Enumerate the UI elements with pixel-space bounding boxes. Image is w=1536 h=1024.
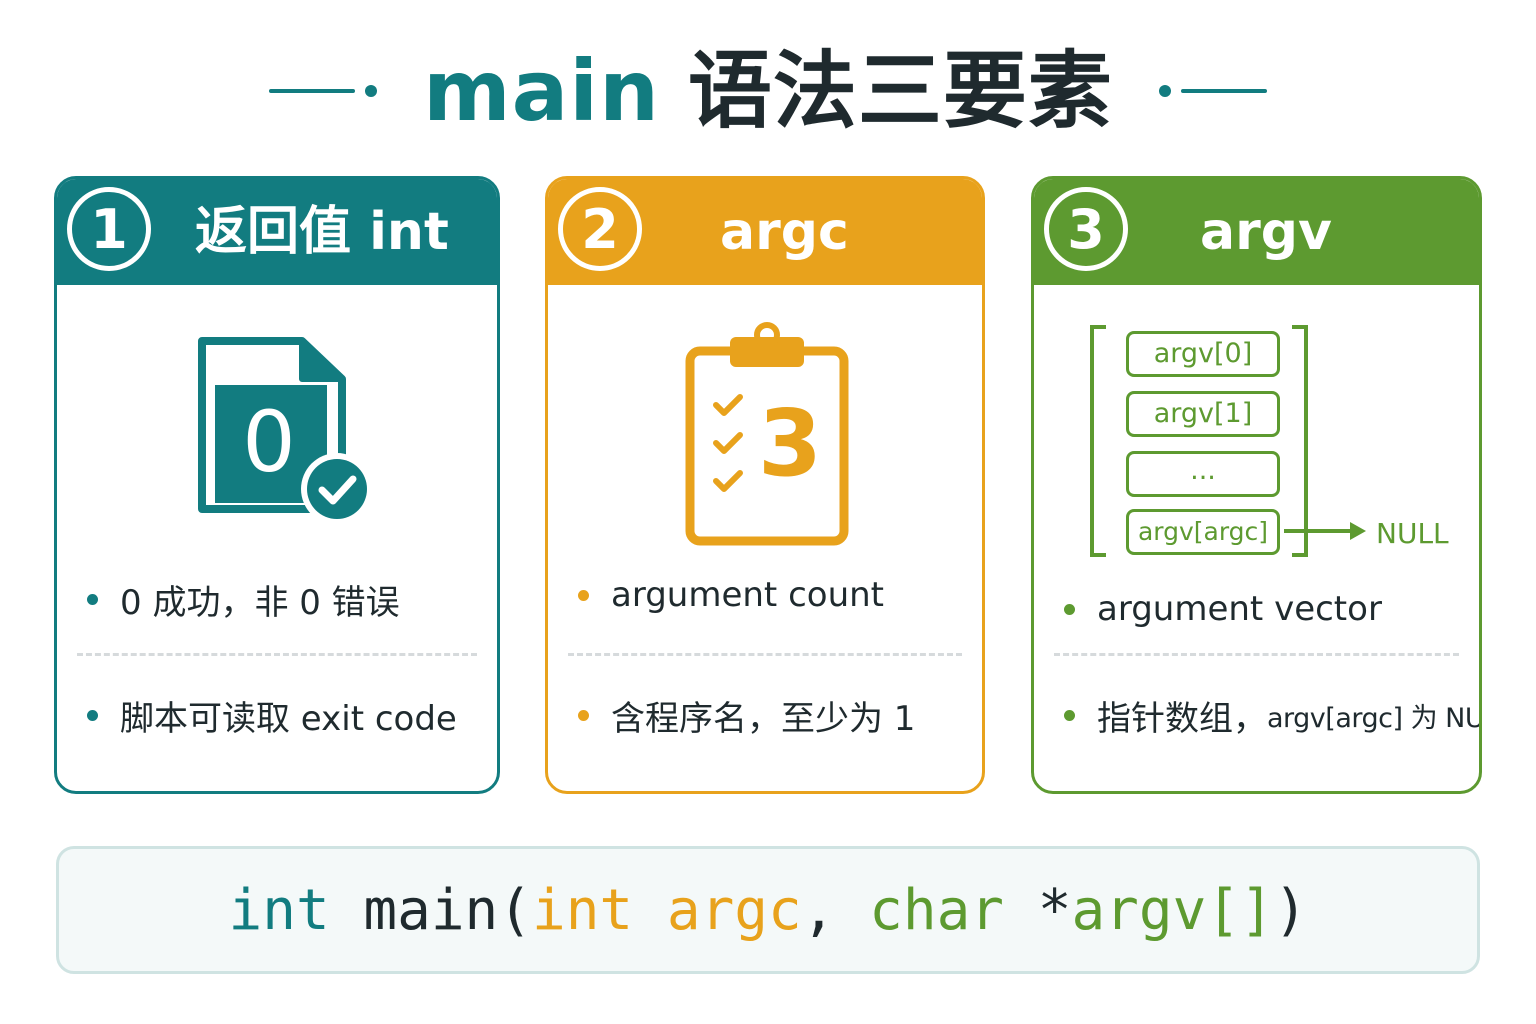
code-param-type-char: char	[869, 877, 1005, 943]
bullet-item: 脚本可读取 exit code	[87, 691, 487, 740]
card-header: 1 返回值 int	[57, 179, 497, 285]
step-number: 2	[558, 187, 642, 271]
code-function-name: main(	[329, 877, 532, 943]
exit-code-digit: 0	[242, 393, 295, 491]
file-success-icon: 0	[57, 319, 497, 569]
bullet-text: 指针数组，	[1097, 699, 1267, 739]
bullet-dot	[1064, 710, 1075, 721]
argv-array-diagram: NULL argv[0] argv[1] ... argv[argc]	[1034, 319, 1479, 569]
title-bar: main 语法三要素	[0, 36, 1536, 146]
code-param-argv: argv[]	[1071, 877, 1274, 943]
bullet-dot	[87, 710, 98, 721]
array-element: argv[1]	[1126, 391, 1280, 437]
bullet-item: 含程序名，至少为 1	[578, 691, 972, 740]
bullet-text: 含程序名，至少为 1	[611, 699, 916, 739]
code-pointer-star: *	[1004, 877, 1072, 943]
bullet-item: 指针数组，argv[argc] 为 NULL	[1064, 691, 1479, 740]
bullet-text: argument vector	[1097, 589, 1382, 629]
code-comma: ,	[801, 877, 870, 943]
card-return-value: 1 返回值 int 0 0 成功，非 0 错误 脚本可读取 exit code	[54, 176, 500, 794]
array-element: argv[0]	[1126, 331, 1280, 377]
code-close-paren: )	[1273, 877, 1308, 943]
bullet-dot	[578, 710, 589, 721]
bullet-dot	[1064, 603, 1075, 615]
title-decoration-left	[269, 85, 378, 97]
title-rest: 语法三要素	[687, 42, 1113, 140]
card-title: argc	[720, 202, 849, 262]
code-param-type-int: int	[531, 877, 634, 943]
bullet-item: argument count	[578, 575, 972, 615]
card-header: 3 argv	[1034, 179, 1479, 285]
bullet-text-code: argv[argc] 为 NULL	[1267, 703, 1482, 734]
bullet-text: argument count	[611, 575, 884, 615]
step-number: 1	[67, 187, 151, 271]
card-header: 2 argc	[548, 179, 982, 285]
array-element-ellipsis: ...	[1126, 451, 1280, 497]
null-label: NULL	[1376, 517, 1449, 550]
code-keyword-int: int	[228, 877, 330, 943]
count-digit: 3	[758, 390, 822, 497]
title-decoration-right	[1158, 85, 1267, 97]
card-title: 返回值 int	[195, 202, 449, 262]
array-element-last: argv[argc]	[1126, 509, 1280, 555]
bullet-dot	[87, 594, 98, 605]
bullet-dot	[578, 589, 589, 601]
card-argv: 3 argv NULL argv[0] argv[1] ... argv[arg…	[1031, 176, 1482, 794]
divider	[1054, 653, 1459, 656]
bullet-text: 脚本可读取 exit code	[120, 699, 457, 739]
card-title: argv	[1200, 202, 1332, 262]
title-main: main	[423, 42, 660, 140]
card-argc: 2 argc 3 argument count 含程序名，至少为 1	[545, 176, 985, 794]
divider	[77, 653, 477, 656]
bullet-text: 0 成功，非 0 错误	[120, 583, 400, 623]
divider	[568, 653, 962, 656]
clipboard-icon: 3	[548, 319, 982, 569]
bullet-item: argument vector	[1064, 589, 1469, 629]
code-param-argc: argc	[633, 877, 802, 943]
bullet-item: 0 成功，非 0 错误	[87, 575, 487, 624]
step-number: 3	[1044, 187, 1128, 271]
main-signature-code: int main(int argc, char *argv[])	[56, 846, 1480, 974]
